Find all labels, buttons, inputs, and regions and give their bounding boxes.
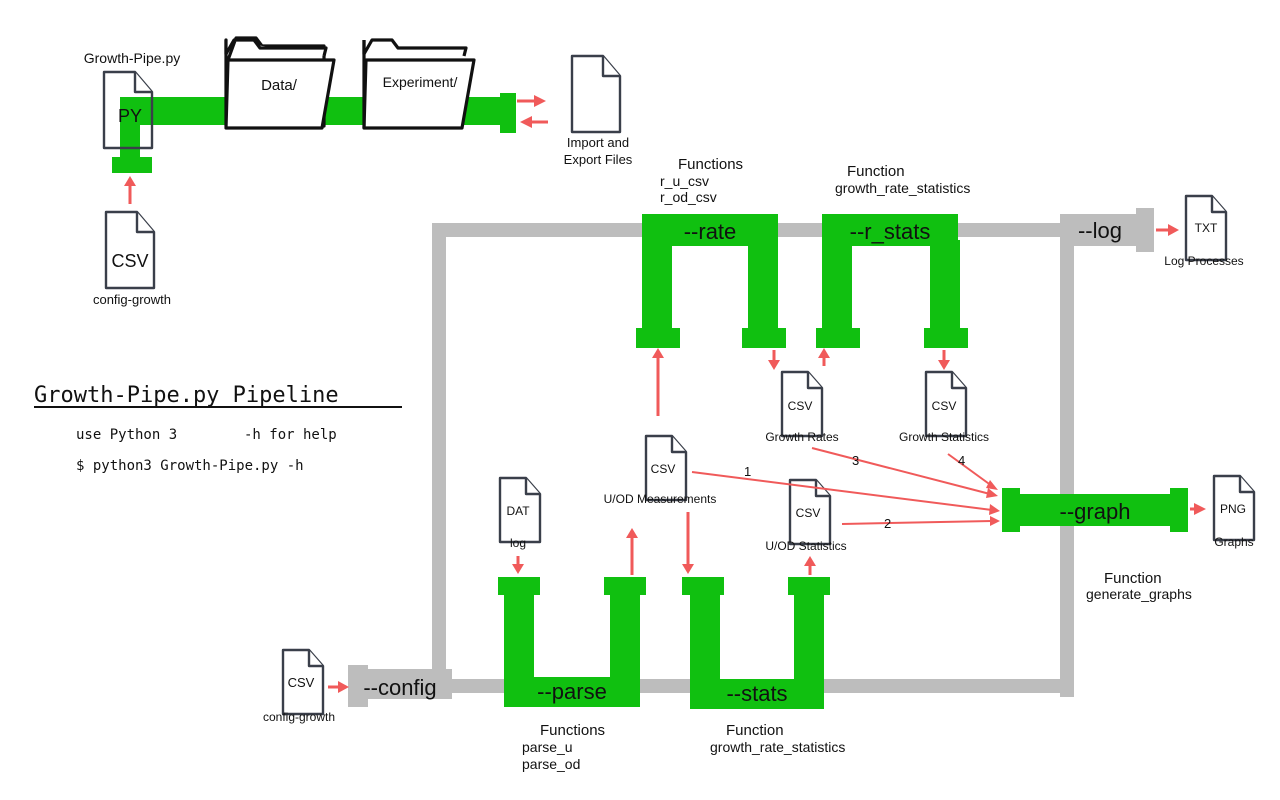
uod-stats-file-ext: CSV xyxy=(796,506,821,520)
experiment-folder-icon[interactable] xyxy=(362,38,476,130)
config-bottom-file-ext: CSV xyxy=(288,675,315,690)
graph-input-arrows xyxy=(691,447,1000,526)
parse-func-2: parse_od xyxy=(522,756,580,772)
r-stats-pipe[interactable] xyxy=(816,214,968,348)
r-stats-func-heading: Function xyxy=(847,163,905,180)
py-file-icon xyxy=(102,70,154,150)
config-top-file-label: config-growth xyxy=(93,292,171,307)
parse-pipe[interactable] xyxy=(498,577,646,707)
io-pipe-cap xyxy=(500,93,516,133)
import-export-file-icon xyxy=(570,54,622,134)
graph-input-4: 4 xyxy=(958,453,965,468)
config-cap xyxy=(348,665,368,707)
config-top-file-ext: CSV xyxy=(111,251,148,271)
stats-func-heading: Function xyxy=(726,722,784,739)
graph-func-heading: Function xyxy=(1104,570,1162,587)
title-underline xyxy=(34,406,402,408)
import-export-line1: Import and xyxy=(567,135,629,150)
r-stats-func-1: growth_rate_statistics xyxy=(835,180,970,196)
png-file-label: Graphs xyxy=(1214,535,1253,549)
py-file-ext: PY xyxy=(118,106,142,126)
uod-stats-file-label: U/OD Statistics xyxy=(765,539,846,553)
graph-input-3: 3 xyxy=(852,453,859,468)
graph-input-1: 1 xyxy=(744,464,751,479)
config-flag: --config xyxy=(363,675,436,700)
config-top-file-icon xyxy=(104,210,156,290)
uod-measurements-file-label: U/OD Measurements xyxy=(604,492,717,506)
script-section: PY Growth-Pipe.py Data/ Experiment/ Impo… xyxy=(84,36,633,307)
stats-flag: --stats xyxy=(726,681,787,706)
title-block: Growth-Pipe.py Pipeline use Python 3 -h … xyxy=(34,383,402,474)
config-pipe-vertical xyxy=(120,97,140,159)
log-cap xyxy=(1136,208,1154,252)
graph-func-1: generate_graphs xyxy=(1086,586,1192,602)
txt-file-ext: TXT xyxy=(1195,221,1218,235)
parse-flag: --parse xyxy=(537,679,607,704)
usage-command: $ python3 Growth-Pipe.py -h xyxy=(76,458,304,474)
growth-rates-file-label: Growth Rates xyxy=(765,430,838,444)
parse-func-heading: Functions xyxy=(540,722,605,739)
pipeline-title: Growth-Pipe.py Pipeline xyxy=(34,383,339,408)
graph-pipe[interactable] xyxy=(1002,488,1188,532)
rate-func-heading: Functions xyxy=(678,156,743,173)
config-block[interactable] xyxy=(352,669,452,699)
import-export-line2: Export Files xyxy=(564,152,633,167)
rate-func-2: r_od_csv xyxy=(660,189,717,205)
uod-measurements-file-ext: CSV xyxy=(651,462,676,476)
parse-func-1: parse_u xyxy=(522,739,573,755)
growth-stats-file-ext: CSV xyxy=(932,399,957,413)
growth-stats-file-label: Growth Statistics xyxy=(899,430,989,444)
png-file-ext: PNG xyxy=(1220,502,1246,516)
rate-pipe[interactable] xyxy=(636,214,786,348)
usage-python-version: use Python 3 xyxy=(76,427,177,443)
growth-rates-file-ext: CSV xyxy=(788,399,813,413)
data-folder-label: Data/ xyxy=(261,77,298,94)
config-bottom-file-label: config-growth xyxy=(263,710,335,724)
stats-func-1: growth_rate_statistics xyxy=(710,739,845,755)
stats-pipe[interactable] xyxy=(682,577,830,709)
rate-func-1: r_u_csv xyxy=(660,173,709,189)
dat-file-label: log xyxy=(510,536,526,550)
log-block[interactable] xyxy=(1060,214,1136,246)
experiment-folder-label: Experiment/ xyxy=(383,74,458,90)
config-pipe-cap xyxy=(112,157,152,173)
usage-help-flag: -h for help xyxy=(244,427,337,443)
script-filename: Growth-Pipe.py xyxy=(84,50,180,66)
data-folder-icon[interactable] xyxy=(224,36,336,130)
dat-file-ext: DAT xyxy=(506,504,530,518)
r-stats-flag: --r_stats xyxy=(850,219,931,244)
rate-flag: --rate xyxy=(684,219,737,244)
graph-input-2: 2 xyxy=(884,516,891,531)
txt-file-label: Log Processes xyxy=(1164,254,1243,268)
log-flag: --log xyxy=(1078,218,1122,243)
graph-flag: --graph xyxy=(1060,499,1131,524)
